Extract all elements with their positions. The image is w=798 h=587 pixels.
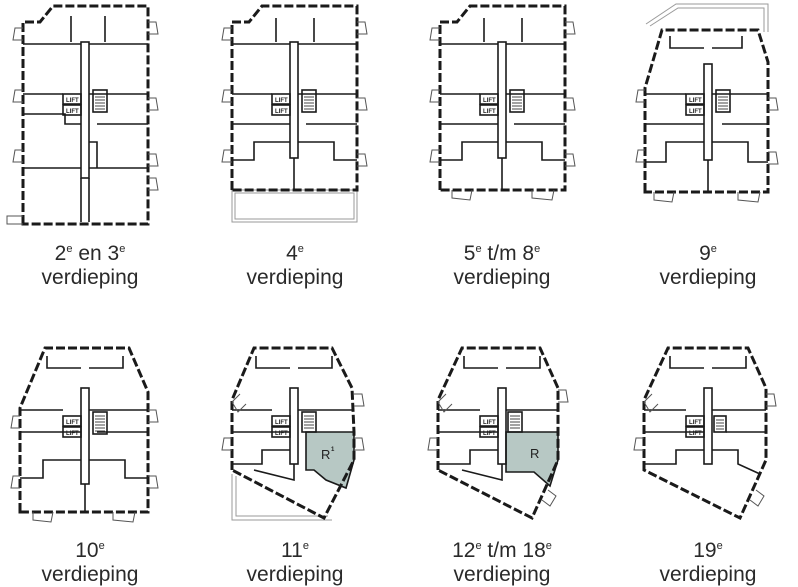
caption-floor-19: 19e verdieping xyxy=(659,539,757,586)
lift-label: LIFT xyxy=(689,98,702,104)
caption-floor-9: 9e verdieping xyxy=(659,242,757,289)
floor-plan-12-18: LIFT LIFT R xyxy=(422,340,582,565)
lift-label: LIFT xyxy=(66,420,79,426)
caption-floor-10: 10e verdieping xyxy=(41,539,139,586)
floor-plan-19: LIFT LIFT xyxy=(630,340,790,565)
lift-label: LIFT xyxy=(66,109,79,115)
lift-label: LIFT xyxy=(689,109,702,115)
caption-floor-2-3: 2e en 3e verdieping xyxy=(41,242,139,289)
floor-plan-9: LIFT LIFT xyxy=(630,2,790,227)
lift-label: LIFT xyxy=(689,431,702,437)
caption-floor-4: 4e verdieping xyxy=(246,242,344,289)
floor-plan-4: LIFT LIFT xyxy=(214,2,374,227)
floor-plan-10: LIFT LIFT xyxy=(5,340,165,565)
lift-label: LIFT xyxy=(66,431,79,437)
lift-label: LIFT xyxy=(483,431,496,437)
lift-label: LIFT xyxy=(66,98,79,104)
lift-label: LIFT xyxy=(275,431,288,437)
lift-label: LIFT xyxy=(689,420,702,426)
lift-label: LIFT xyxy=(275,420,288,426)
unit-r1-label: R xyxy=(321,447,330,462)
floor-plan-5-8: LIFT LIFT xyxy=(422,2,582,227)
lift-label: LIFT xyxy=(275,109,288,115)
lift-label: LIFT xyxy=(483,98,496,104)
caption-floor-11: 11e verdieping xyxy=(246,539,344,586)
unit-r1-superscript: 1 xyxy=(331,447,335,453)
caption-floor-5-8: 5e t/m 8e verdieping xyxy=(453,242,551,289)
unit-r-label: R xyxy=(530,446,539,461)
floor-plan-11: LIFT LIFT R 1 xyxy=(214,340,374,565)
floor-plan-2-3: LIFT LIFT xyxy=(5,2,165,227)
caption-floor-12-18: 12e t/m 18e verdieping xyxy=(452,539,552,586)
lift-label: LIFT xyxy=(483,109,496,115)
lift-label: LIFT xyxy=(275,98,288,104)
lift-label: LIFT xyxy=(483,420,496,426)
